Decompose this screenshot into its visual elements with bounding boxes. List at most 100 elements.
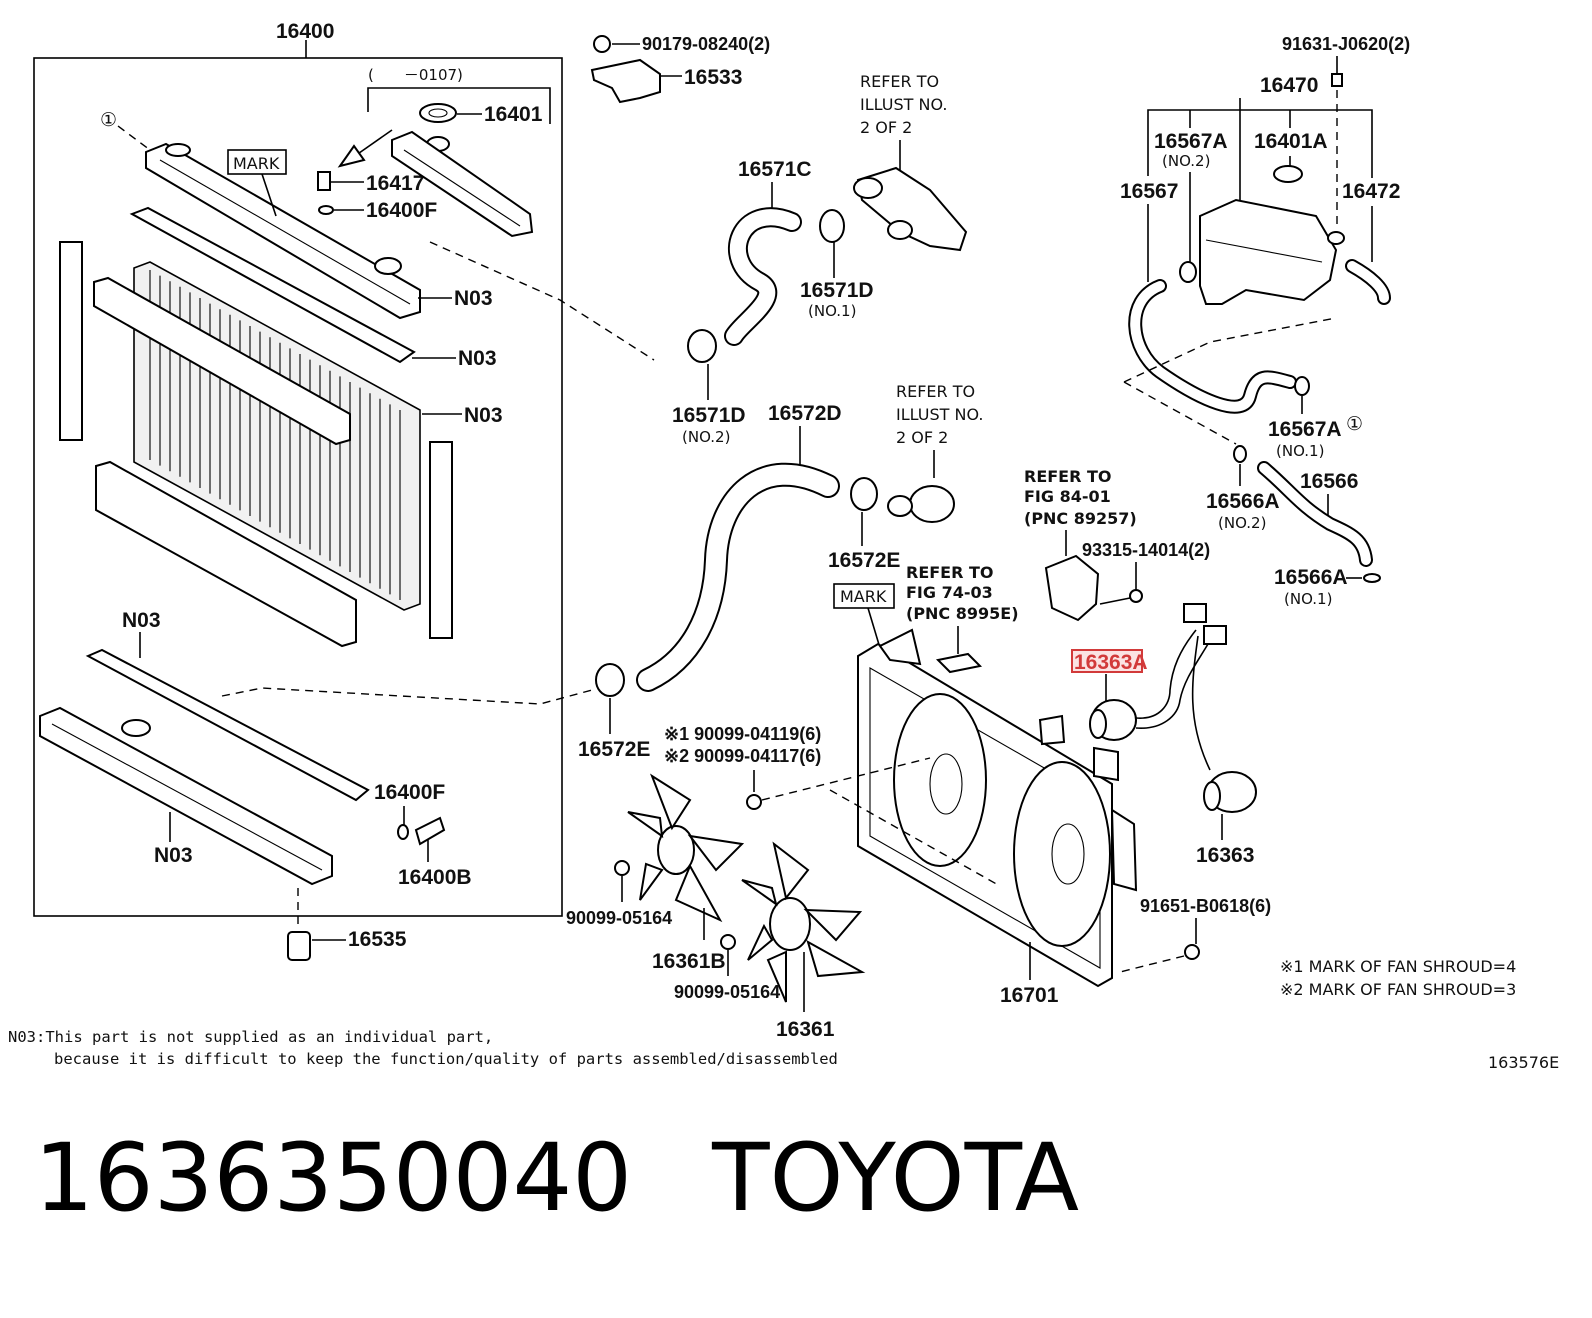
label-bolts-1[interactable]: ※1 90099-04119(6) xyxy=(664,724,821,744)
clamp-16566A-no1[interactable] xyxy=(1363,573,1381,583)
bolt-91651-icon[interactable] xyxy=(1119,944,1200,973)
note-mark-2: ※2 MARK OF FAN SHROUD=3 xyxy=(1280,980,1516,999)
nut-90099-05164-right[interactable] xyxy=(720,934,736,950)
label-mark-shroud: MARK xyxy=(840,587,887,606)
bolt-91631-icon[interactable] xyxy=(1331,56,1343,230)
fan-16361B[interactable] xyxy=(627,773,745,923)
radiator-gasket-top xyxy=(129,206,416,364)
label-16571D-no2[interactable]: 16571D xyxy=(672,404,746,427)
clamp-16567A-no1[interactable] xyxy=(1294,376,1310,414)
label-93315-14014[interactable]: 93315-14014(2) xyxy=(1082,540,1210,560)
label-n03-e: N03 xyxy=(154,844,193,867)
fan-motor-16363A[interactable] xyxy=(1089,603,1227,741)
label-16400[interactable]: 16400 xyxy=(276,20,334,43)
fan-shroud-group: MARK REFER TO FIG 74-03 (PNC 8995E) 1670… xyxy=(664,563,1271,1007)
mark-box-radiator xyxy=(227,149,287,175)
clamp-16572E-top[interactable] xyxy=(850,477,878,546)
label-16566A-no1[interactable]: 16566A xyxy=(1274,566,1348,589)
radiator-core xyxy=(93,261,421,611)
radiator-top-tank-right xyxy=(391,130,534,238)
highlight-box-16363A xyxy=(1071,649,1143,673)
label-16567A-no1[interactable]: 16567A xyxy=(1268,418,1342,441)
label-91631-J0620[interactable]: 91631-J0620(2) xyxy=(1282,34,1410,54)
screw-93315-icon[interactable] xyxy=(1099,589,1143,605)
refer-upper-1: REFER TO xyxy=(860,72,939,91)
label-16472[interactable]: 16472 xyxy=(1342,180,1400,203)
mark-box-shroud xyxy=(833,583,895,609)
label-16535[interactable]: 16535 xyxy=(348,928,407,951)
label-90099-05164-right[interactable]: 90099-05164 xyxy=(674,982,780,1002)
label-16566A-no2-sub: (NO.2) xyxy=(1218,514,1266,532)
lower-hose-group: REFER TO ILLUST NO. 2 OF 2 16572D 16572E… xyxy=(221,382,983,761)
label-91651-B0618[interactable]: 91651-B0618(6) xyxy=(1140,896,1271,916)
label-16566A-no2[interactable]: 16566A xyxy=(1206,490,1280,513)
label-16566[interactable]: 16566 xyxy=(1300,470,1358,493)
refer-relay-2: FIG 84-01 xyxy=(1024,487,1111,506)
reservoir-group: 91631-J0620(2) 16470 16567A (NO.2) 16401… xyxy=(1120,34,1410,460)
overflow-hose-16472[interactable] xyxy=(1345,259,1391,305)
shroud-label-plate xyxy=(935,652,983,674)
label-16533[interactable]: 16533 xyxy=(684,66,742,89)
clamp-16567A-no2[interactable] xyxy=(1179,261,1197,283)
fan-16361[interactable] xyxy=(741,841,866,1003)
o-ring-16400F-top[interactable] xyxy=(318,205,364,215)
circle-ref-1-right: ① xyxy=(1346,413,1363,435)
fan-relay xyxy=(1044,554,1100,622)
fan-motor-16363[interactable] xyxy=(1191,635,1257,840)
cushion-16535[interactable] xyxy=(287,888,346,961)
label-16400F-top[interactable]: 16400F xyxy=(366,199,437,222)
label-16567[interactable]: 16567 xyxy=(1120,180,1178,203)
label-16567A-no1-sub: (NO.1) xyxy=(1276,442,1324,460)
label-16571C[interactable]: 16571C xyxy=(738,158,812,181)
refer-relay-3: (PNC 89257) xyxy=(1024,509,1137,528)
label-n03-b: N03 xyxy=(458,347,497,370)
clamp-16566A-no2[interactable] xyxy=(1233,445,1247,486)
hose-16566-group: 16566A (NO.2) 16566 16566A (NO.1) xyxy=(1206,445,1381,608)
label-16401A[interactable]: 16401A xyxy=(1254,130,1328,153)
part-number: 1636350040 xyxy=(34,1124,633,1233)
clamp-16572E-bottom[interactable] xyxy=(595,663,625,734)
label-n03-c: N03 xyxy=(464,404,503,427)
refer-shroud-3: (PNC 8995E) xyxy=(906,604,1019,623)
radiator-assembly-group: 16400 ( －0107) 16401 16417 16400F ① xyxy=(33,20,563,917)
label-16470[interactable]: 16470 xyxy=(1260,74,1318,97)
label-16567A-no2-sub: (NO.2) xyxy=(1162,152,1210,170)
label-16400B[interactable]: 16400B xyxy=(398,866,472,889)
o-ring-16400F-bottom[interactable] xyxy=(397,824,409,840)
label-16401[interactable]: 16401 xyxy=(484,103,543,126)
clamp-16571D-no2[interactable] xyxy=(687,329,717,400)
drain-cock-16400B[interactable] xyxy=(414,816,446,862)
refer-upper-3: 2 OF 2 xyxy=(860,118,912,137)
water-outlet-upper xyxy=(853,166,968,252)
label-16572E-top[interactable]: 16572E xyxy=(828,549,900,572)
reservoir-tank-16470[interactable] xyxy=(1199,165,1345,305)
reservoir-hose-16567[interactable] xyxy=(1128,279,1297,414)
drain-plug-16417[interactable] xyxy=(317,171,364,191)
label-90179-08240[interactable]: 90179-08240(2) xyxy=(642,34,770,54)
fan-shroud-16701[interactable] xyxy=(857,628,1138,988)
label-16567A-no2[interactable]: 16567A xyxy=(1154,130,1228,153)
label-16701[interactable]: 16701 xyxy=(1000,984,1059,1007)
label-90099-05164-left[interactable]: 90099-05164 xyxy=(566,908,672,928)
label-16417[interactable]: 16417 xyxy=(366,172,424,195)
bracket-16533[interactable] xyxy=(590,35,682,104)
label-bolts-2[interactable]: ※2 90099-04117(6) xyxy=(664,746,821,766)
label-16400F-bottom[interactable]: 16400F xyxy=(374,781,445,804)
fans-group: 90099-05164 16361B 90099-05164 16361 xyxy=(566,773,866,1041)
hose-16566[interactable] xyxy=(1257,461,1373,567)
nut-90099-05164-left[interactable] xyxy=(614,860,630,876)
clamp-16571D-no1[interactable] xyxy=(819,209,845,278)
label-16361[interactable]: 16361 xyxy=(776,1018,835,1041)
label-16361B[interactable]: 16361B xyxy=(652,950,726,973)
label-16363A[interactable]: 16363A xyxy=(1074,651,1148,674)
label-16572D[interactable]: 16572D xyxy=(768,402,842,425)
label-n03-a: N03 xyxy=(454,287,493,310)
bottom-seal xyxy=(95,460,357,648)
label-16363[interactable]: 16363 xyxy=(1196,844,1254,867)
label-16571D-no1[interactable]: 16571D xyxy=(800,279,874,302)
label-16566A-no1-sub: (NO.1) xyxy=(1284,590,1332,608)
bolt-90099-04119-icon[interactable] xyxy=(746,757,931,810)
label-16572E-bottom[interactable]: 16572E xyxy=(578,738,650,761)
